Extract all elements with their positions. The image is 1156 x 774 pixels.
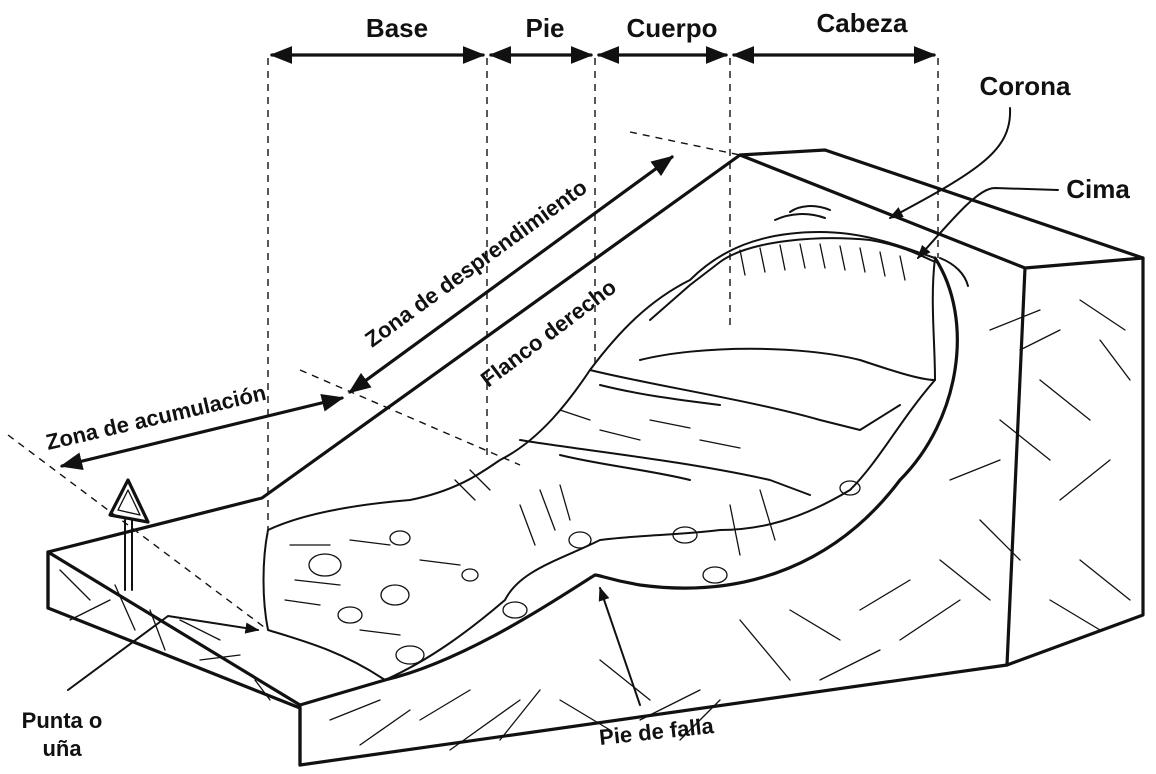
rock-hatching xyxy=(60,300,1130,750)
scarp-curve xyxy=(385,258,957,680)
guide-lines xyxy=(8,58,938,630)
label-cima: Cima xyxy=(1066,174,1130,204)
label-cabeza: Cabeza xyxy=(816,8,908,38)
label-pie-de-falla: Pie de falla xyxy=(598,713,716,750)
head-block xyxy=(640,238,935,380)
pie-falla-leader xyxy=(600,588,640,705)
label-pie: Pie xyxy=(525,13,564,43)
corona-leader xyxy=(890,108,1010,218)
label-punta-line1: Punta o xyxy=(22,708,103,733)
label-corona: Corona xyxy=(980,71,1072,101)
label-cuerpo: Cuerpo xyxy=(627,13,718,43)
label-punta-line2: uña xyxy=(42,736,82,761)
crown-cracks xyxy=(775,206,968,286)
label-base: Base xyxy=(366,13,428,43)
